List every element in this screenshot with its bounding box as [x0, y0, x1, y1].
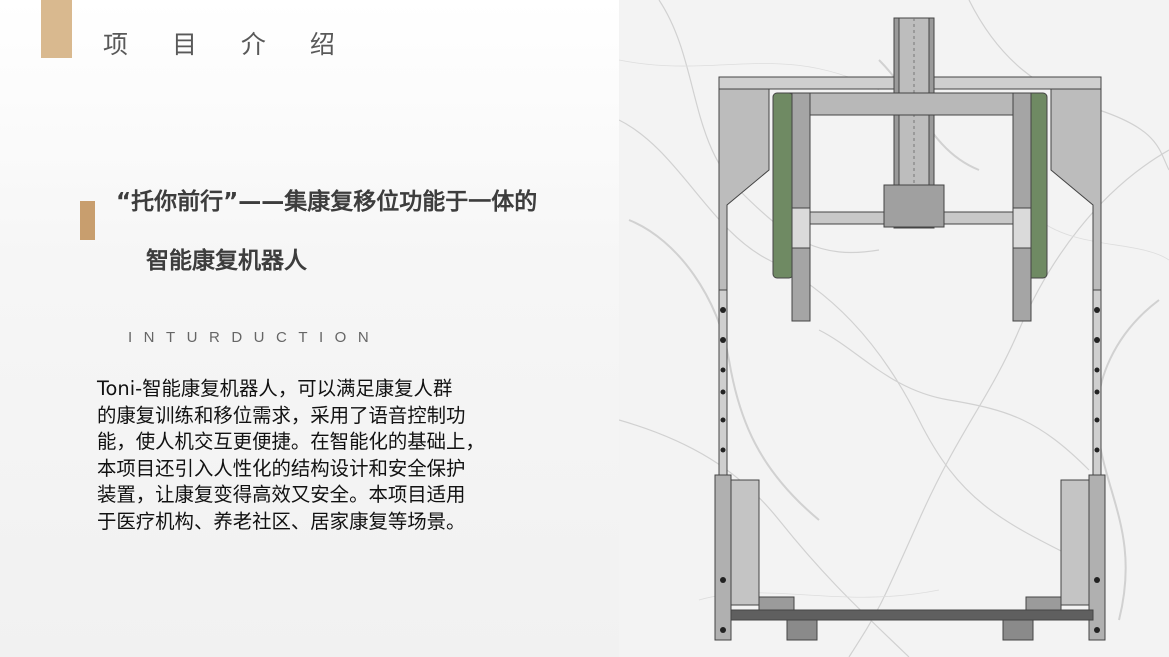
english-label: INTURDUCTION — [128, 329, 381, 346]
subtitle-line-2: 智能康复机器人 — [146, 248, 307, 274]
marble-background-image — [619, 0, 1169, 657]
subtitle-line-1: “托你前行”——集康复移位功能于一体的 — [116, 189, 538, 215]
accent-block — [41, 0, 72, 58]
project-description: Toni-智能康复机器人，可以满足康复人群 的康复训练和移位需求，采用了语音控制… — [97, 377, 485, 533]
subtitle-accent-bar — [80, 201, 95, 240]
section-title: 项 目 介 绍 — [103, 30, 353, 59]
left-panel — [0, 0, 619, 657]
robot-frame-drawing-icon — [714, 17, 1106, 641]
